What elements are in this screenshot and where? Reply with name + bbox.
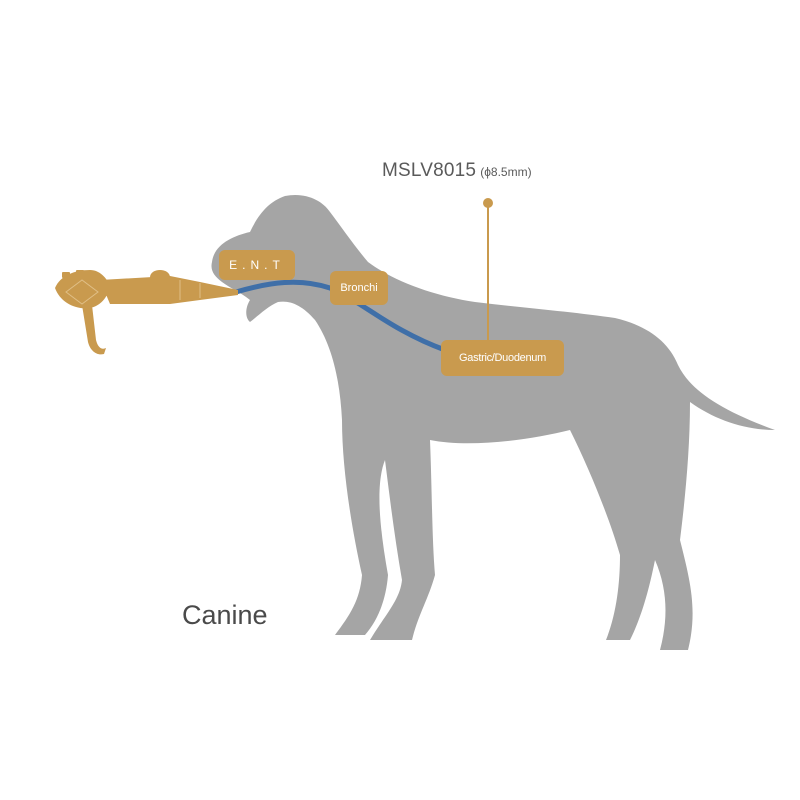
endoscope-button-b — [76, 270, 84, 276]
gastric-duodenum-label: Gastric/Duodenum — [441, 340, 564, 376]
endoscope-button-a — [62, 272, 70, 278]
dog-silhouette — [211, 194, 775, 651]
ent-label: E.N.T — [219, 250, 295, 280]
species-label: Canine — [182, 600, 268, 630]
endoscope-control-knob — [150, 270, 170, 284]
model-diameter: (ϕ8.5mm) — [480, 165, 532, 179]
model-pointer-dot — [483, 198, 493, 208]
endoscope-shaft — [100, 276, 238, 304]
endoscope-cable — [82, 305, 106, 355]
dog-body — [211, 194, 775, 651]
endoscope-grip — [55, 270, 110, 309]
model-name: MSLV8015 — [382, 160, 477, 181]
endoscope-handpiece — [55, 270, 238, 355]
endoscope-detail-lines — [65, 279, 201, 305]
model-label: MSLV8015(ϕ8.5mm) — [382, 160, 532, 182]
bronchi-label: Bronchi — [330, 271, 388, 305]
